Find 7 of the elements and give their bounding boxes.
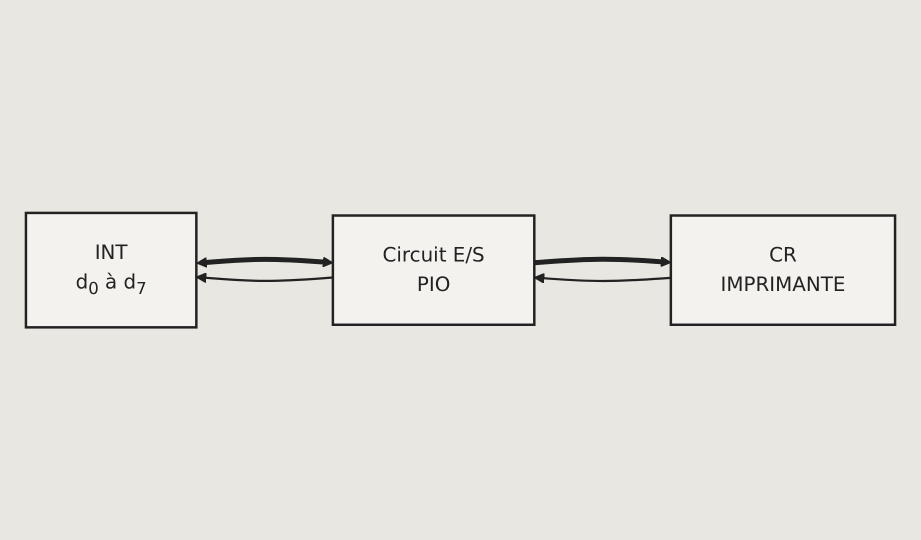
node-box: CR IMPRIMANTE <box>670 214 896 326</box>
arrow <box>196 272 333 284</box>
arrow <box>534 256 672 268</box>
node-box: Circuit E/S PIO <box>332 214 536 326</box>
arrow <box>196 256 334 268</box>
arrow <box>534 272 671 284</box>
node-box: INT d$_{0}$ à d$_{7}$ <box>24 212 198 328</box>
